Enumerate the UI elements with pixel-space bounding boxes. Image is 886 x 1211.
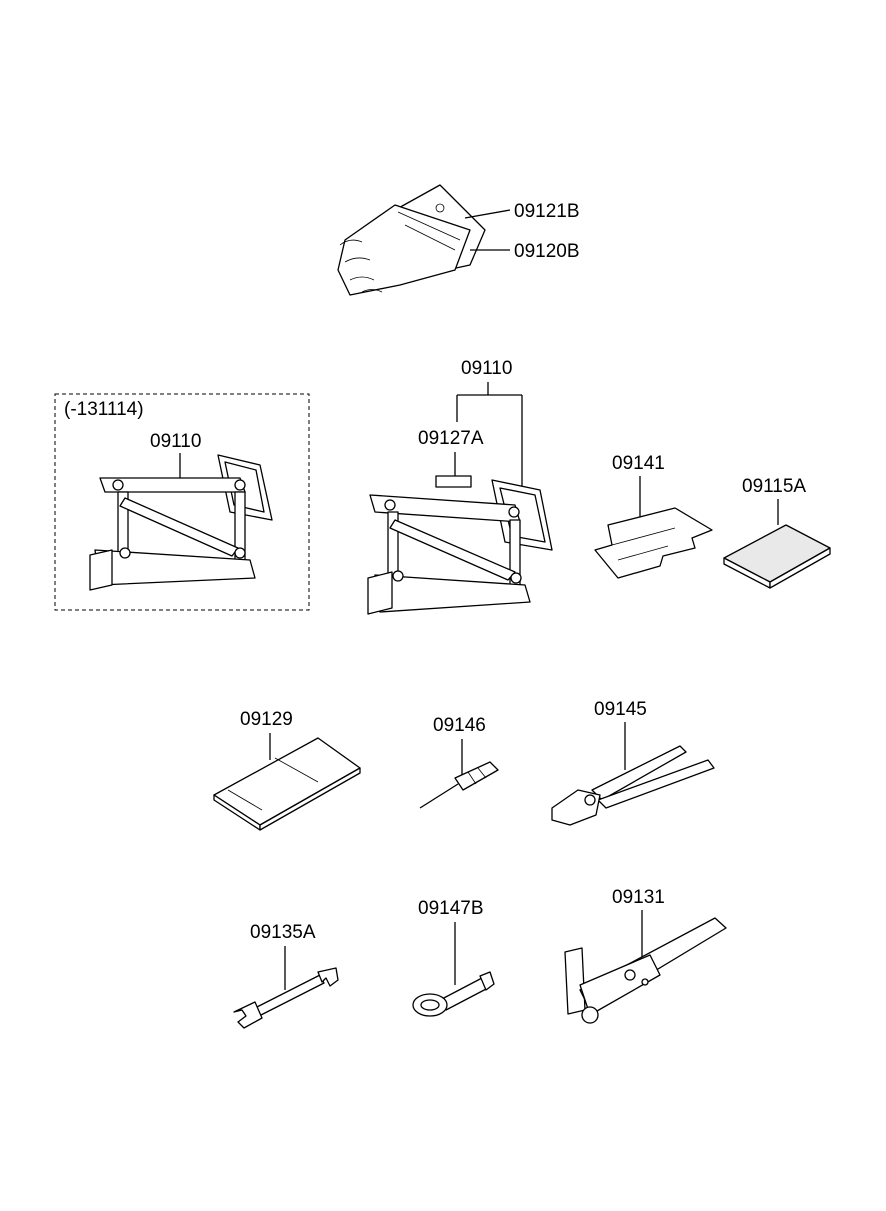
jack-handle-illustration xyxy=(594,507,713,579)
part-label-09110-old: 09110 xyxy=(150,431,201,452)
spanner-illustration xyxy=(233,967,339,1029)
part-label-09120B: 09120B xyxy=(514,241,580,262)
part-label-09127A: 09127A xyxy=(418,428,484,449)
old-version-box xyxy=(54,393,310,611)
part-label-09135A: 09135A xyxy=(250,922,316,943)
screwdriver-illustration xyxy=(419,761,499,809)
pad-illustration xyxy=(723,524,831,589)
part-label-09115A: 09115A xyxy=(742,476,806,497)
old-jack-illustration xyxy=(89,454,273,591)
part-label-09146: 09146 xyxy=(433,715,486,736)
manual-illustration xyxy=(213,737,361,831)
wheel-wrench-illustration xyxy=(564,917,727,1024)
part-label-09131: 09131 xyxy=(612,887,665,908)
leader-09121B xyxy=(464,209,511,219)
tow-hook-illustration xyxy=(412,971,495,1017)
pliers-illustration xyxy=(551,745,715,826)
label-plate-illustration xyxy=(435,475,472,488)
part-label-09147B: 09147B xyxy=(418,898,484,919)
gloves-illustration xyxy=(337,184,486,296)
part-label-09145: 09145 xyxy=(594,699,647,720)
part-label-09110: 09110 xyxy=(461,358,512,379)
leader-09110 xyxy=(456,382,523,500)
part-label-09141: 09141 xyxy=(612,453,665,474)
main-jack-illustration xyxy=(367,479,553,615)
part-label-09121B: 09121B xyxy=(514,201,580,222)
old-version-range: (-131114) xyxy=(64,399,144,420)
part-label-09129: 09129 xyxy=(240,709,293,730)
